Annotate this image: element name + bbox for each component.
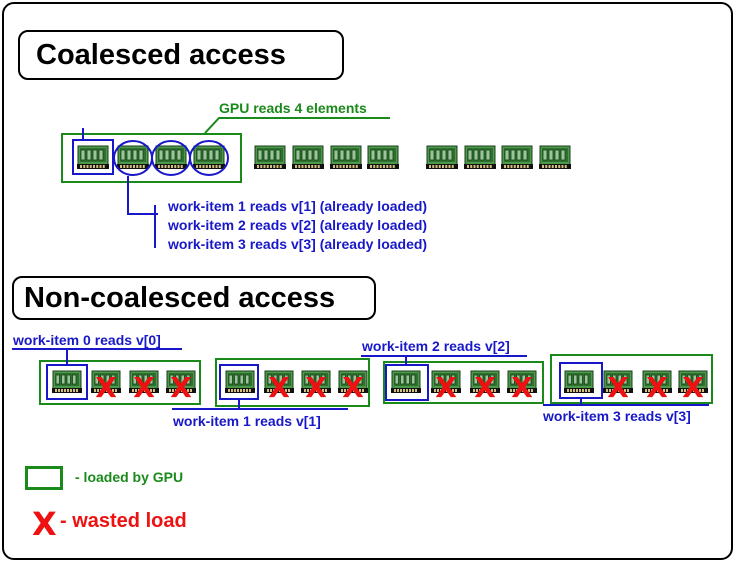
work-item-1-coalesced-label: work-item 1 reads v[1] (already loaded) (168, 198, 428, 214)
memory-chip-10 (501, 145, 533, 169)
coalesced-title: Coalesced access (18, 30, 344, 80)
wasted-x-3-3: X (682, 371, 704, 404)
nc-chip-3-3 (678, 370, 708, 393)
noncoalesced-title: Non-coalesced access (12, 276, 376, 320)
nc-chip-1-3 (338, 370, 368, 393)
gpu-reads-label: GPU reads 4 elements (219, 100, 367, 116)
work-item-2-label: work-item 2 reads v[2] (362, 338, 510, 354)
nc-chip-3-2 (642, 370, 672, 393)
legend-loaded-text: - loaded by GPU (75, 469, 184, 485)
work-item-0-highlight (72, 139, 114, 175)
gpu-load-box-0 (39, 360, 201, 405)
nc-chip-3-0 (564, 370, 594, 393)
gpu-label-leader (204, 117, 390, 134)
wasted-x-0-2: X (133, 371, 155, 404)
wasted-x-3-1: X (607, 371, 629, 404)
nc-chip-0-3 (166, 370, 196, 393)
nc-chip-3-1 (603, 370, 633, 393)
noncoalesced-title-text: Non-coalesced access (24, 282, 336, 314)
work-item-3-circle (189, 140, 229, 176)
nc-chip-2-1 (431, 370, 461, 393)
wasted-x-3-2: X (646, 371, 668, 404)
gpu-load-box-2 (383, 361, 544, 404)
nc-chip-2-3 (507, 370, 537, 393)
memory-chip-0 (77, 145, 109, 169)
memory-chip-9 (464, 145, 496, 169)
work-item-3-label: work-item 3 reads v[3] (543, 408, 691, 424)
memory-chip-1 (117, 145, 149, 169)
wasted-x-2-3: X (511, 371, 533, 404)
work-item-3-coalesced-label: work-item 3 reads v[3] (already loaded) (168, 236, 428, 252)
work-item-2-coalesced-label: work-item 2 reads v[2] (already loaded) (168, 217, 428, 233)
memory-chip-7 (367, 145, 399, 169)
wasted-x-2-1: X (435, 371, 457, 404)
nc-chip-1-1 (264, 370, 294, 393)
legend-wasted-x: X (32, 505, 57, 543)
work-item-1-label: work-item 1 reads v[1] (173, 413, 321, 429)
nc-chip-1-2 (301, 370, 331, 393)
gpu-load-box-1 (215, 358, 370, 407)
legend-wasted-text: - wasted load (60, 510, 187, 532)
memory-chip-5 (292, 145, 324, 169)
memory-chip-8 (426, 145, 458, 169)
legend-loaded-box (25, 466, 63, 490)
coalesced-title-text: Coalesced access (36, 39, 286, 71)
memory-chip-6 (330, 145, 362, 169)
nc-chip-0-1 (91, 370, 121, 393)
wasted-x-1-1: X (268, 371, 290, 404)
nc-chip-1-0 (225, 370, 255, 393)
wasted-x-1-3: X (342, 371, 364, 404)
memory-chip-11 (539, 145, 571, 169)
nc-chip-0-0 (52, 370, 82, 393)
nc-chip-2-2 (470, 370, 500, 393)
wasted-x-0-1: X (95, 371, 117, 404)
memory-chip-2 (155, 145, 187, 169)
gpu-load-box-3 (550, 354, 713, 404)
gpu-load-box (61, 133, 242, 183)
wasted-x-2-2: X (474, 371, 496, 404)
memory-chip-4 (254, 145, 286, 169)
nc-chip-0-2 (129, 370, 159, 393)
work-item-0-label: work-item 0 reads v[0] (13, 332, 161, 348)
coalesced-bracket (127, 176, 158, 215)
nc-chip-2-0 (391, 370, 421, 393)
wasted-x-1-2: X (305, 371, 327, 404)
memory-chip-3 (193, 145, 225, 169)
wasted-x-0-3: X (170, 371, 192, 404)
